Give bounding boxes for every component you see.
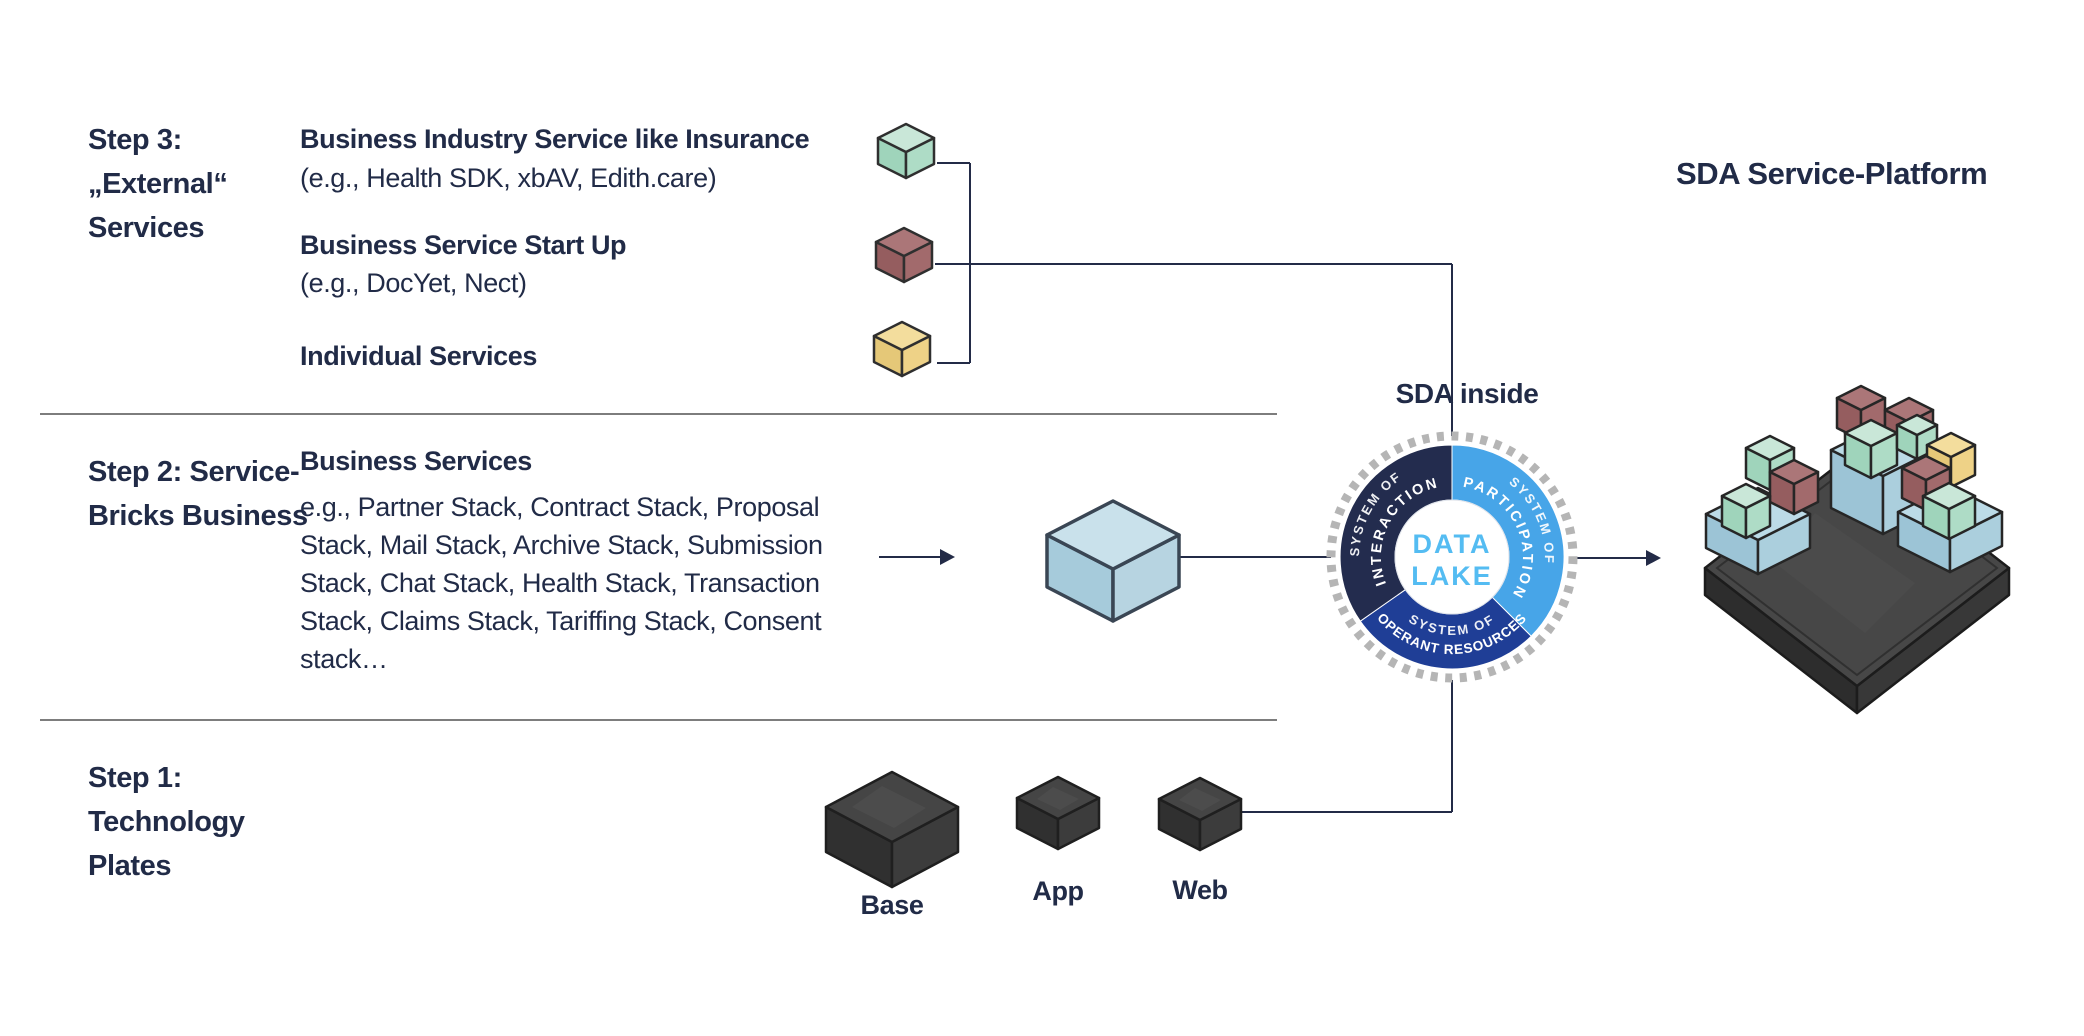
base-plate-label: Base [860,890,924,920]
sda-hub-diagram: SYSTEM OF INTERACTION SYSTEM OF PARTICIP… [1326,431,1578,683]
hub-title: SDA inside [1395,378,1539,409]
brick-red-cube-icon [874,226,934,284]
step2-label: Step 2: Service- Bricks Business [88,456,308,532]
sand-yellow-cube-icon [872,320,932,378]
hub-center-circle [1394,499,1510,615]
arrow-text-to-brick-head [940,549,955,565]
app-plate-label: App [1032,876,1084,906]
external-item-3-title: Individual Services [300,341,538,371]
business-services-description: e.g., Partner Stack, Contract Stack, Pro… [300,492,823,674]
green-cube-top [1744,434,1796,462]
plate-top-face [1015,775,1101,821]
yellow-cube-top [1925,431,1977,459]
divider-step3-step2 [40,413,1277,415]
business-services-heading: Business Services [300,446,532,476]
green-cube-top [1895,413,1939,437]
platform-right-stack [1896,431,2004,574]
green-cube-top [1843,418,1899,448]
data-lake-line2: LAKE [1411,561,1493,591]
arrow-hub-to-platform-head [1646,550,1661,566]
external-item-2-title: Business Service Start Up [300,230,627,260]
external-item-2-subtitle: (e.g., DocYet, Nect) [300,268,527,298]
web-plate-label: Web [1172,875,1228,905]
external-item-1-subtitle: (e.g., Health SDK, xbAV, Edith.care) [300,163,717,193]
plate-top-face [1157,776,1243,822]
cube-top-face [872,320,932,352]
hub-dotted-ring [1326,431,1578,683]
plate-texture [1037,787,1079,810]
step3-label: Step 3: „External“ Services [88,124,228,244]
red-cube-top [1835,384,1887,412]
app-plate-icon [1015,775,1101,851]
base-plate-icon [824,770,960,889]
green-cube-top [1720,482,1772,510]
plate-texture [1179,788,1221,811]
step1-label: Step 1: Technology Plates [88,762,245,882]
plate-texture [852,786,926,828]
mint-green-cube-icon [876,122,936,180]
data-lake-line1: DATA [1413,529,1492,559]
web-plate-icon [1157,776,1243,852]
service-brick-blue-icon [1045,499,1181,623]
cube-top-face [874,226,934,258]
divider-step2-step1 [40,719,1277,721]
platform-title: SDA Service-Platform [1676,156,1988,191]
brick-top-face [1045,499,1181,571]
red-cube-top [1900,454,1952,482]
sda-platform-illustration [1703,384,2011,715]
cube-top-face [876,122,936,154]
green-cube-top [1921,481,1977,511]
platform-left-stack [1704,434,1820,576]
external-item-1-title: Business Industry Service like Insurance [300,124,810,154]
plate-top-face [824,770,960,844]
red-cube-top [1768,458,1820,486]
